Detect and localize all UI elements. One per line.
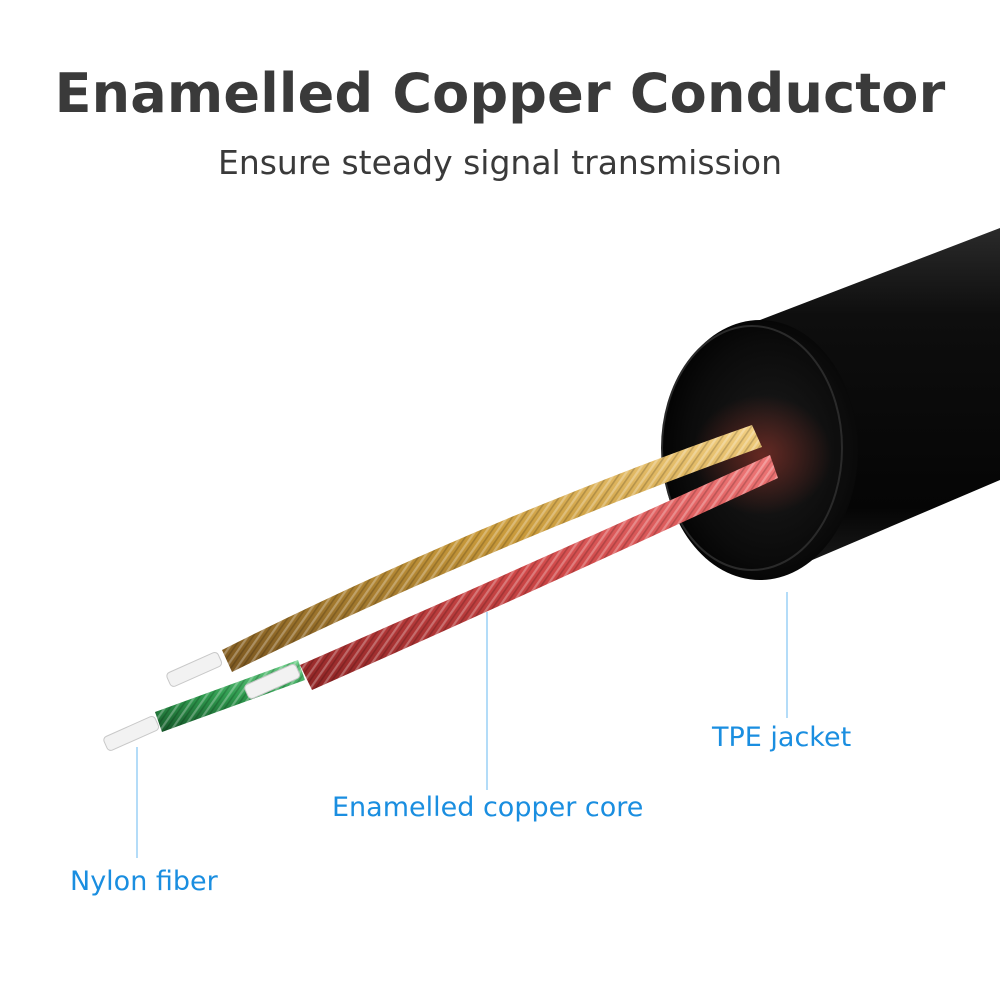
gold-copper-strand-bundle — [222, 425, 762, 672]
nylon-fiber-tips — [103, 651, 301, 751]
callout-nylon-fiber: Nylon fiber — [70, 866, 218, 897]
callout-tpe-jacket: TPE jacket — [712, 722, 852, 753]
tpe-jacket — [661, 228, 1000, 580]
callout-leader-lines — [136, 592, 788, 858]
callout-enamelled-copper-core: Enamelled copper core — [332, 792, 644, 823]
subheadline: Ensure steady signal transmission — [217, 143, 783, 182]
headline: Enamelled Copper Conductor — [54, 62, 946, 125]
red-copper-strand-bundle — [300, 455, 778, 690]
